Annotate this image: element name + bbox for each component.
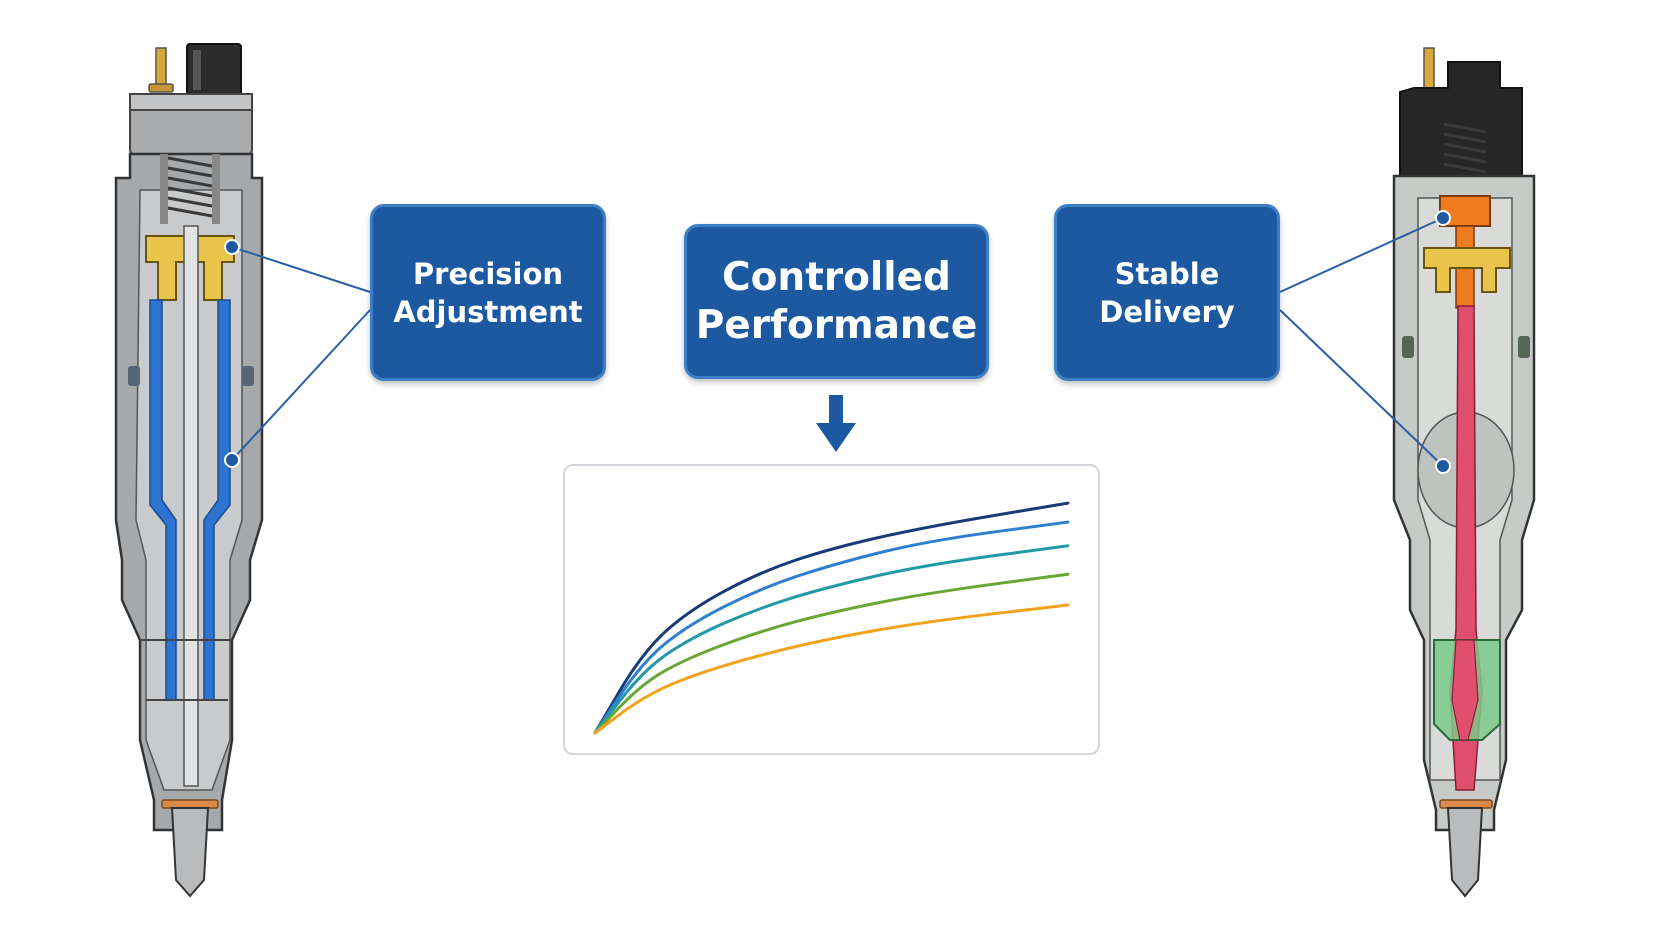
down-arrow-icon <box>816 395 856 452</box>
connector-lines <box>231 217 1444 467</box>
performance-chart-panel <box>563 464 1100 755</box>
chart-series-line-1 <box>593 501 1070 735</box>
left-injector <box>114 43 264 898</box>
controlled-label-line2: Performance <box>695 302 978 348</box>
performance-chart <box>593 501 1070 735</box>
stable-delivery-label: Stable Delivery <box>1054 204 1280 381</box>
chart-series-line-2 <box>593 520 1070 735</box>
right-injector <box>1392 47 1536 898</box>
chart-series-line-4 <box>593 572 1070 735</box>
chart-series-line-3 <box>593 544 1070 735</box>
controlled-label-line1: Controlled <box>722 254 951 300</box>
precision-label-line1: Precision <box>412 256 564 291</box>
stable-label-line2: Delivery <box>1099 294 1235 329</box>
controlled-performance-label: Controlled Performance <box>684 224 989 379</box>
stable-label-line1: Stable <box>1114 256 1220 291</box>
connector-dot-icon <box>224 210 1451 474</box>
precision-label-line2: Adjustment <box>393 294 583 329</box>
precision-adjustment-label: Precision Adjustment <box>370 204 606 381</box>
chart-series-line-5 <box>593 603 1070 735</box>
